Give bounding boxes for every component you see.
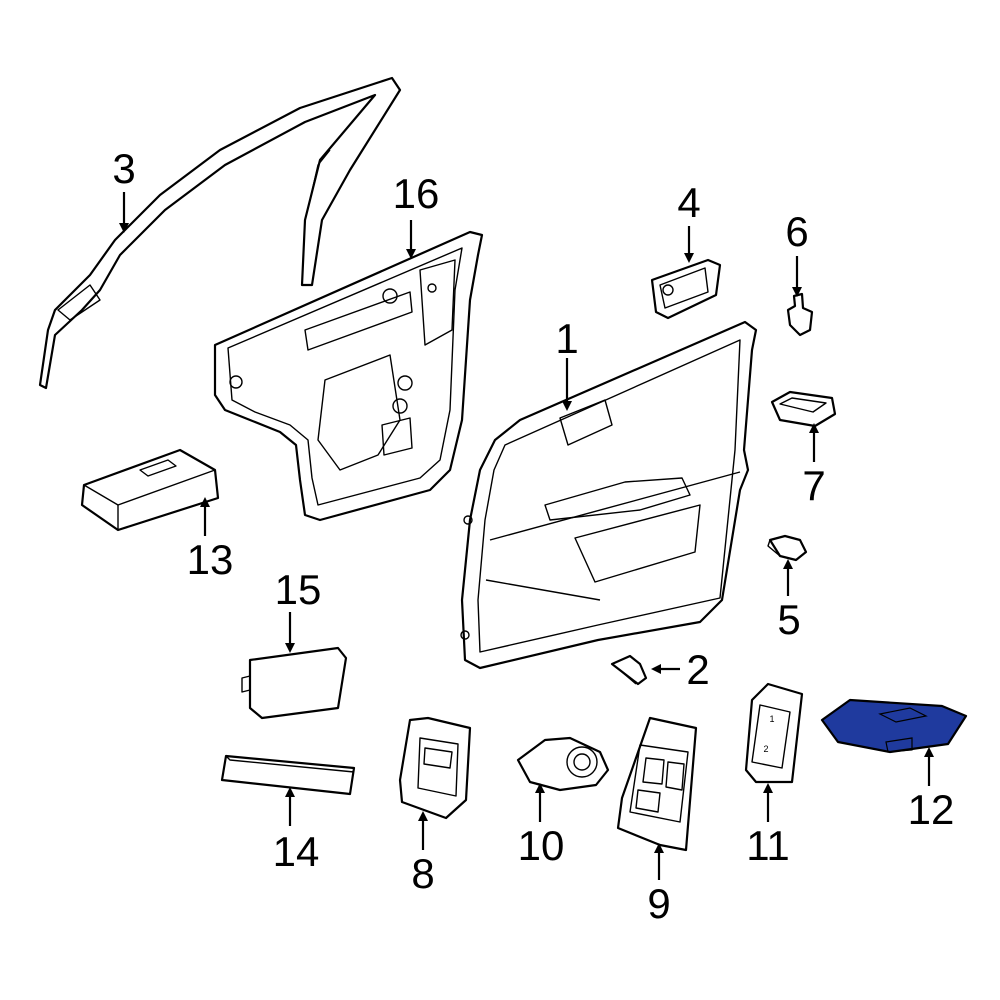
part-12-module-highlighted: [820, 698, 968, 754]
switch-mark-1: 1: [769, 714, 774, 724]
callout-10: 10: [518, 822, 565, 869]
callout-16: 16: [393, 170, 440, 217]
part-8-switch: [398, 716, 472, 820]
callout-12: 12: [908, 786, 955, 833]
callout-7: 7: [802, 462, 825, 509]
part-6-clip: [786, 292, 814, 337]
part-7-tray: [770, 390, 837, 428]
part-4-handle-bezel: [650, 258, 722, 320]
part-10-switch-knob: [516, 736, 610, 792]
callout-6: 6: [785, 208, 808, 255]
callout-11: 11: [746, 822, 790, 869]
switch-mark-2: 2: [763, 744, 768, 754]
part-14-strip: [220, 754, 356, 796]
callout-5: 5: [777, 596, 800, 643]
leader-arrows: [119, 192, 934, 880]
callout-1: 1: [555, 315, 578, 362]
callout-15: 15: [275, 566, 322, 613]
part-16-door-inner-panel: [213, 230, 484, 522]
callout-14: 14: [273, 828, 320, 875]
callout-8: 8: [411, 850, 434, 897]
part-2-push-pin: [610, 654, 648, 686]
part-15-lens: [241, 646, 348, 720]
part-1-door-trim-panel: [460, 320, 758, 670]
part-11-switch: 1 2: [744, 682, 804, 784]
callout-13: 13: [187, 536, 234, 583]
part-13-module: [80, 448, 220, 532]
part-9-switch-panel: [616, 716, 698, 852]
callout-9: 9: [647, 880, 670, 927]
callout-numbers: 1 2 3 4 5 6 7 8 9 10 11 12 13 14 15 16: [112, 145, 954, 927]
callout-4: 4: [677, 179, 700, 226]
callout-3: 3: [112, 145, 135, 192]
part-5-bolt: [767, 534, 808, 562]
callout-2: 2: [686, 646, 709, 693]
